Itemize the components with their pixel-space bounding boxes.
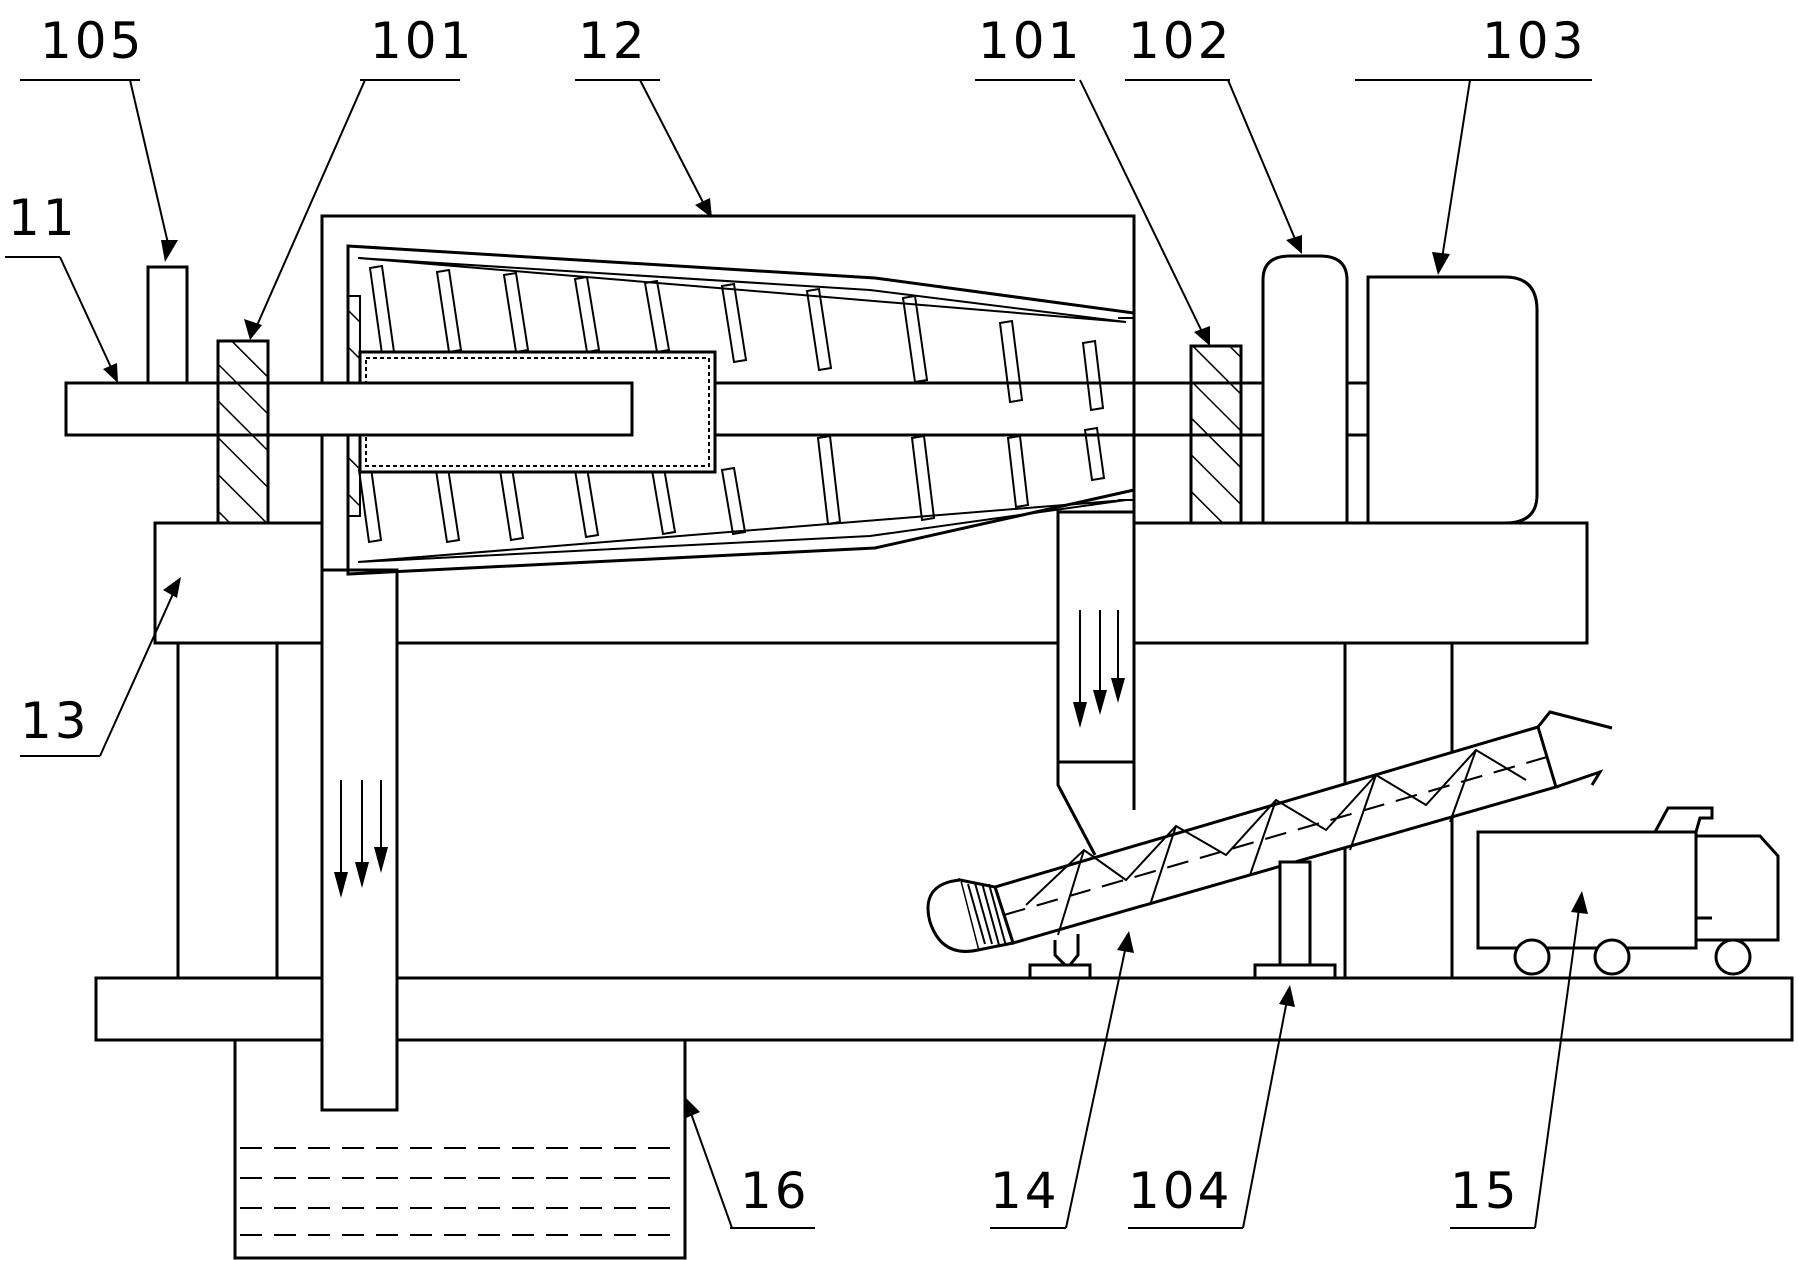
screw-conveyor-14: [926, 710, 1613, 953]
label-101-left: 101: [370, 12, 474, 70]
inlet-nozzle-105: [146, 265, 189, 385]
label-102: 102: [1128, 12, 1232, 70]
liquid-flow-arrows: [334, 780, 388, 898]
label-101-right: 101: [978, 12, 1082, 70]
base-plate: [94, 976, 1794, 1042]
solid-discharge-chute: [1056, 510, 1136, 856]
liquid-discharge-pipe: [320, 568, 399, 1112]
feed-pipe-11: [64, 381, 1368, 437]
label-13: 13: [20, 692, 90, 750]
label-15: 15: [1450, 1162, 1520, 1220]
motor-103: [1366, 275, 1539, 525]
label-105: 105: [40, 12, 144, 70]
label-103: 103: [1482, 12, 1586, 70]
label-12: 12: [578, 12, 648, 70]
collection-tank-16: [233, 1040, 687, 1260]
truck-15: [1476, 806, 1780, 976]
bearing-101-right: [1189, 344, 1243, 525]
label-104: 104: [1128, 1162, 1232, 1220]
solid-flow-arrows: [1073, 610, 1125, 728]
leader-lines: [5, 79, 1592, 1229]
label-16: 16: [740, 1162, 810, 1220]
conveyor-support-104: [1028, 860, 1337, 980]
screw-flights: [357, 264, 1106, 544]
gearbox-102: [1261, 254, 1349, 525]
label-11: 11: [8, 189, 78, 247]
conical-bowl: [346, 244, 1136, 576]
bearing-101-left: [216, 339, 270, 525]
label-14: 14: [990, 1162, 1060, 1220]
